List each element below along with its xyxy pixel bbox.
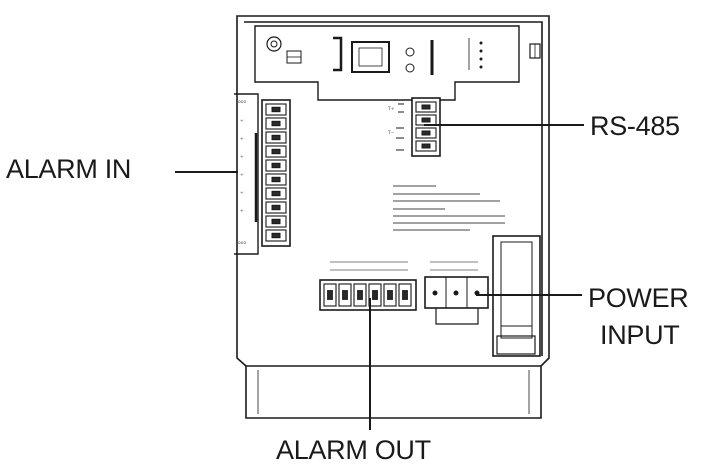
power-input-terminal-block (424, 261, 489, 325)
power-input-label-line1: POWER (588, 283, 689, 313)
alarm-out-terminal-pin (323, 283, 337, 307)
rs485-terminal-pin (415, 101, 437, 113)
power-input-label-line2: INPUT (600, 320, 680, 350)
alarm-in-terminal-pin (265, 159, 287, 172)
alarm-in-terminal-pin (265, 201, 287, 214)
svg-text:+: + (240, 154, 244, 160)
svg-text:T+: T+ (387, 106, 395, 112)
leader-lines (175, 124, 584, 430)
alarm-out-terminal-pin (338, 283, 352, 307)
rs485-terminal-pin (415, 127, 437, 139)
alarm-in-terminal-pin (265, 215, 287, 228)
svg-text:ooo: ooo (238, 241, 247, 246)
alarm-out-terminal-pin (368, 283, 382, 307)
svg-text:ooo: ooo (238, 100, 247, 105)
svg-text:+: + (240, 136, 244, 142)
alarm-in-terminal-pin (265, 187, 287, 200)
svg-text:T−: T− (387, 130, 395, 136)
alarm-in-terminal-block: ooo + + + + + + ooo (234, 93, 291, 255)
svg-text:+: + (240, 118, 244, 124)
svg-text:+: + (240, 172, 244, 178)
enclosure (236, 15, 550, 419)
alarm-out-label: ALARM OUT (276, 435, 431, 465)
alarm-in-terminal-pin (265, 145, 287, 158)
alarm-in-pins (265, 103, 287, 242)
alarm-out-terminal-pin (383, 283, 397, 307)
alarm-in-terminal-pin (265, 229, 287, 242)
alarm-out-terminal-block (319, 261, 417, 311)
notice-text-block (393, 185, 505, 231)
svg-text:+: + (240, 190, 244, 196)
alarm-in-label: ALARM IN (6, 154, 132, 184)
rs485-pins (415, 101, 437, 152)
rs485-terminal-pin (415, 140, 437, 152)
rs485-label: RS-485 (590, 111, 680, 141)
alarm-out-terminal-pin (353, 283, 367, 307)
alarm-in-terminal-pin (265, 173, 287, 186)
svg-text:+: + (240, 208, 244, 214)
alarm-in-terminal-pin (265, 131, 287, 144)
alarm-in-terminal-pin (265, 103, 287, 116)
alarm-out-terminal-pin (398, 283, 412, 307)
rs485-terminal-block: T+ T− (387, 97, 441, 157)
top-module (254, 25, 541, 101)
alarm-out-pins (323, 283, 412, 307)
alarm-in-terminal-pin (265, 117, 287, 130)
rs485-terminal-pin (415, 114, 437, 126)
